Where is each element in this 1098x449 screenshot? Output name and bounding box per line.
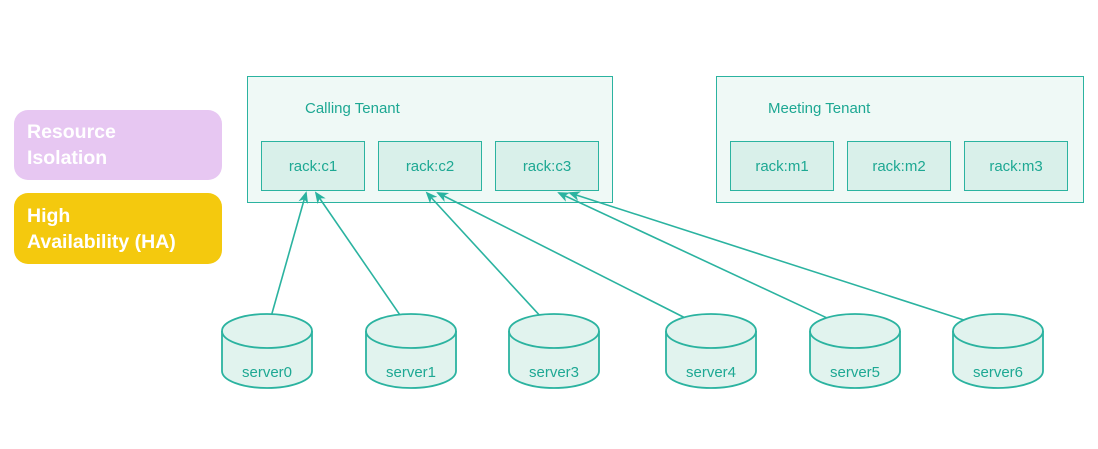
database-cylinder-icon <box>952 313 1044 389</box>
server6-label: server6 <box>972 364 1024 381</box>
server5-label: server5 <box>829 364 881 381</box>
server5-node: server5 <box>807 312 903 390</box>
meeting-tenant-title: Meeting Tenant <box>768 100 871 117</box>
rack-c2-box: rack:c2 <box>378 141 482 191</box>
server3-node: server3 <box>506 312 602 390</box>
server4-node: server4 <box>663 312 759 390</box>
server3-label: server3 <box>528 364 580 381</box>
server6-node: server6 <box>950 312 1046 390</box>
edge-server4-to-rack-c2 <box>436 192 685 319</box>
legend-high-availability-line1: High <box>27 204 71 227</box>
edge-server5-to-rack-c3 <box>557 192 828 319</box>
edge-server1-to-rack-c1 <box>314 191 401 316</box>
rack-m2-label: rack:m2 <box>872 157 926 175</box>
server1-node: server1 <box>363 312 459 390</box>
rack-c1-box: rack:c1 <box>261 141 365 191</box>
database-cylinder-icon <box>221 313 313 389</box>
meeting-tenant-box: Meeting Tenant rack:m1 rack:m2 rack:m3 <box>716 76 1084 203</box>
edge-server6-to-rack-c3 <box>568 191 965 321</box>
server1-label: server1 <box>385 364 437 381</box>
calling-tenant-box: Calling Tenant rack:c1 rack:c2 rack:c3 <box>247 76 613 203</box>
legend-high-availability-line2: Availability (HA) <box>27 230 176 253</box>
rack-c1-label: rack:c1 <box>288 157 338 175</box>
rack-c2-label: rack:c2 <box>405 157 455 175</box>
legend-high-availability: High Availability (HA) <box>14 193 222 264</box>
rack-m3-label: rack:m3 <box>989 157 1043 175</box>
legend-resource-isolation-line2: Isolation <box>27 147 108 169</box>
rack-m2-box: rack:m2 <box>847 141 951 191</box>
edge-server0-to-rack-c1 <box>271 191 309 315</box>
legend-resource-isolation-line1: Resource <box>27 121 116 143</box>
rack-m3-box: rack:m3 <box>964 141 1068 191</box>
calling-tenant-title: Calling Tenant <box>305 100 400 117</box>
legend-resource-isolation: Resource Isolation <box>14 110 222 180</box>
rack-c3-box: rack:c3 <box>495 141 599 191</box>
rack-m1-label: rack:m1 <box>755 157 809 175</box>
server0-label: server0 <box>241 364 293 381</box>
edge-server3-to-rack-c2 <box>425 191 540 316</box>
database-cylinder-icon <box>365 313 457 389</box>
server0-node: server0 <box>219 312 315 390</box>
rack-m1-box: rack:m1 <box>730 141 834 191</box>
rack-c3-label: rack:c3 <box>522 157 572 175</box>
server4-label: server4 <box>685 364 737 381</box>
